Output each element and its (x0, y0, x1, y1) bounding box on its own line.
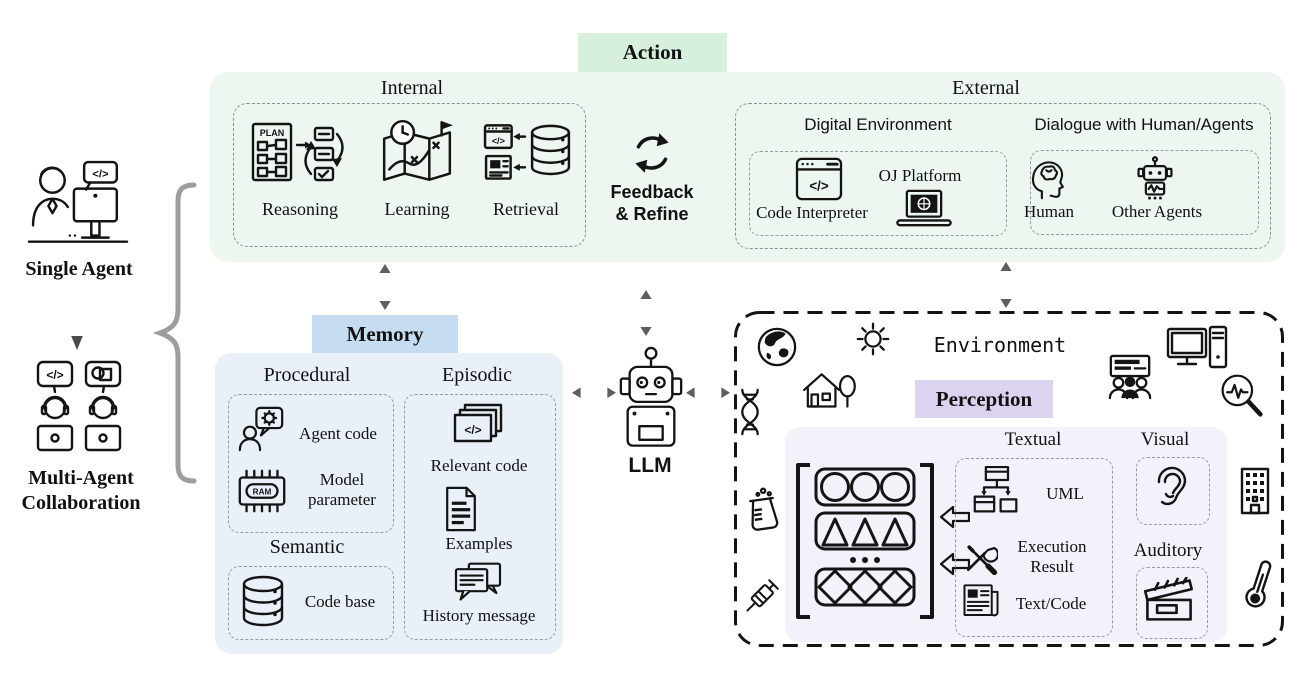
code-base-label: Code base (304, 592, 376, 611)
environment-heading: Environment (933, 333, 1067, 357)
multi-agent-label-line2: Collaboration (21, 492, 141, 514)
crossed-tools-icon (962, 540, 998, 576)
plan-flow-icon: PLAN (245, 120, 357, 188)
data-matrix-graphic (792, 461, 938, 621)
multi-agent-icon: </> (28, 360, 132, 462)
syringe-icon (738, 568, 786, 624)
svg-text:RAM: RAM (253, 487, 272, 496)
left-block-arrow-icon (940, 552, 970, 576)
code-window-icon: </> (795, 157, 843, 201)
document-icon (442, 486, 480, 532)
multi-agent-label: Multi-Agent Collaboration (0, 466, 162, 516)
procedural-heading: Procedural (263, 364, 351, 386)
uml-diagram-icon (972, 464, 1020, 520)
sun-icon (854, 320, 892, 358)
dialogue-heading: Dialogue with Human/Agents (1034, 115, 1254, 134)
left-block-arrow-icon (940, 505, 970, 529)
magnifier-wave-icon (1218, 370, 1264, 420)
action-environment-arrow (999, 262, 1013, 308)
visual-box (1136, 457, 1210, 525)
cycle-arrows-icon (626, 127, 678, 179)
agent-code-label: Agent code (299, 424, 377, 443)
internal-box (233, 103, 586, 247)
other-agents-label: Other Agents (1111, 202, 1203, 221)
internal-heading: Internal (380, 77, 444, 99)
learning-map-icon (378, 118, 456, 188)
grouping-brace (146, 180, 200, 486)
learning-label: Learning (384, 199, 450, 219)
feedback-line1: Feedback (610, 182, 694, 202)
textual-box (955, 458, 1113, 637)
ear-icon (1154, 462, 1190, 514)
textual-heading: Textual (1004, 429, 1062, 450)
human-head-icon (1030, 158, 1066, 200)
environment-box (733, 310, 1285, 648)
globe-icon (756, 326, 798, 368)
external-box (735, 103, 1271, 249)
llm-label: LLM (628, 454, 672, 477)
action-memory-arrow (378, 264, 392, 310)
visual-heading: Visual (1140, 429, 1190, 450)
reasoning-label: Reasoning (262, 199, 338, 219)
oj-platform-label: OJ Platform (878, 166, 962, 185)
retrieval-database-icon: </> (483, 121, 573, 185)
svg-text:</>: </> (464, 423, 481, 437)
code-cards-icon: </> (449, 403, 505, 453)
svg-text:</>: </> (809, 178, 829, 193)
execution-result-label: Execution Result (1017, 537, 1087, 576)
semantic-heading: Semantic (269, 536, 345, 558)
digital-environment-heading: Digital Environment (804, 115, 952, 134)
clapperboard-icon (1142, 577, 1196, 625)
desktop-computer-icon (1166, 325, 1228, 371)
auditory-box (1136, 567, 1208, 639)
svg-text:</>: </> (46, 368, 63, 382)
chat-bubbles-icon (452, 560, 504, 604)
person-gear-icon (238, 404, 284, 454)
building-icon (1238, 466, 1272, 516)
llm-environment-arrow (686, 386, 730, 400)
meeting-icon (1106, 354, 1154, 400)
uml-label: UML (1046, 484, 1084, 503)
dna-icon (735, 388, 765, 436)
semantic-box (228, 566, 394, 640)
ram-chip-icon: RAM (234, 466, 290, 516)
code-interpreter-label: Code Interpreter (756, 203, 868, 222)
beaker-icon (742, 484, 782, 536)
single-to-multi-arrow (70, 292, 84, 352)
human-label: Human (1023, 202, 1075, 221)
action-tag: Action (578, 33, 727, 72)
single-agent-icon: </> (24, 160, 132, 256)
thermometer-icon (1236, 553, 1282, 617)
model-parameter-label: Model parameter (308, 470, 376, 509)
history-message-label: History message (422, 606, 536, 625)
multi-agent-label-line1: Multi-Agent (28, 467, 134, 489)
examples-label: Examples (445, 534, 513, 553)
external-heading: External (952, 77, 1020, 99)
svg-text:PLAN: PLAN (260, 128, 285, 138)
feedback-line2: & Refine (615, 203, 689, 224)
episodic-box (404, 394, 556, 640)
memory-llm-arrow (572, 386, 616, 400)
auditory-heading: Auditory (1133, 540, 1203, 561)
house-icon (800, 366, 858, 412)
newspaper-icon (962, 582, 1000, 620)
database-icon (240, 573, 286, 629)
digital-environment-box (749, 151, 1007, 236)
laptop-icon (896, 189, 952, 229)
llm-robot-icon (616, 346, 686, 450)
dialogue-box (1030, 150, 1259, 235)
svg-text:</>: </> (92, 168, 109, 180)
robot-icon (1134, 155, 1176, 201)
perception-tag: Perception (915, 380, 1053, 418)
procedural-box (228, 394, 394, 533)
action-llm-arrow (639, 290, 653, 340)
relevant-code-label: Relevant code (430, 456, 528, 475)
episodic-heading: Episodic (442, 364, 512, 386)
feedback-refine-label: Feedback & Refine (592, 182, 712, 226)
retrieval-label: Retrieval (493, 199, 559, 219)
single-agent-label: Single Agent (25, 258, 133, 280)
memory-tag: Memory (312, 315, 458, 353)
svg-text:</>: </> (492, 136, 505, 146)
text-code-label: Text/Code (1015, 594, 1087, 613)
